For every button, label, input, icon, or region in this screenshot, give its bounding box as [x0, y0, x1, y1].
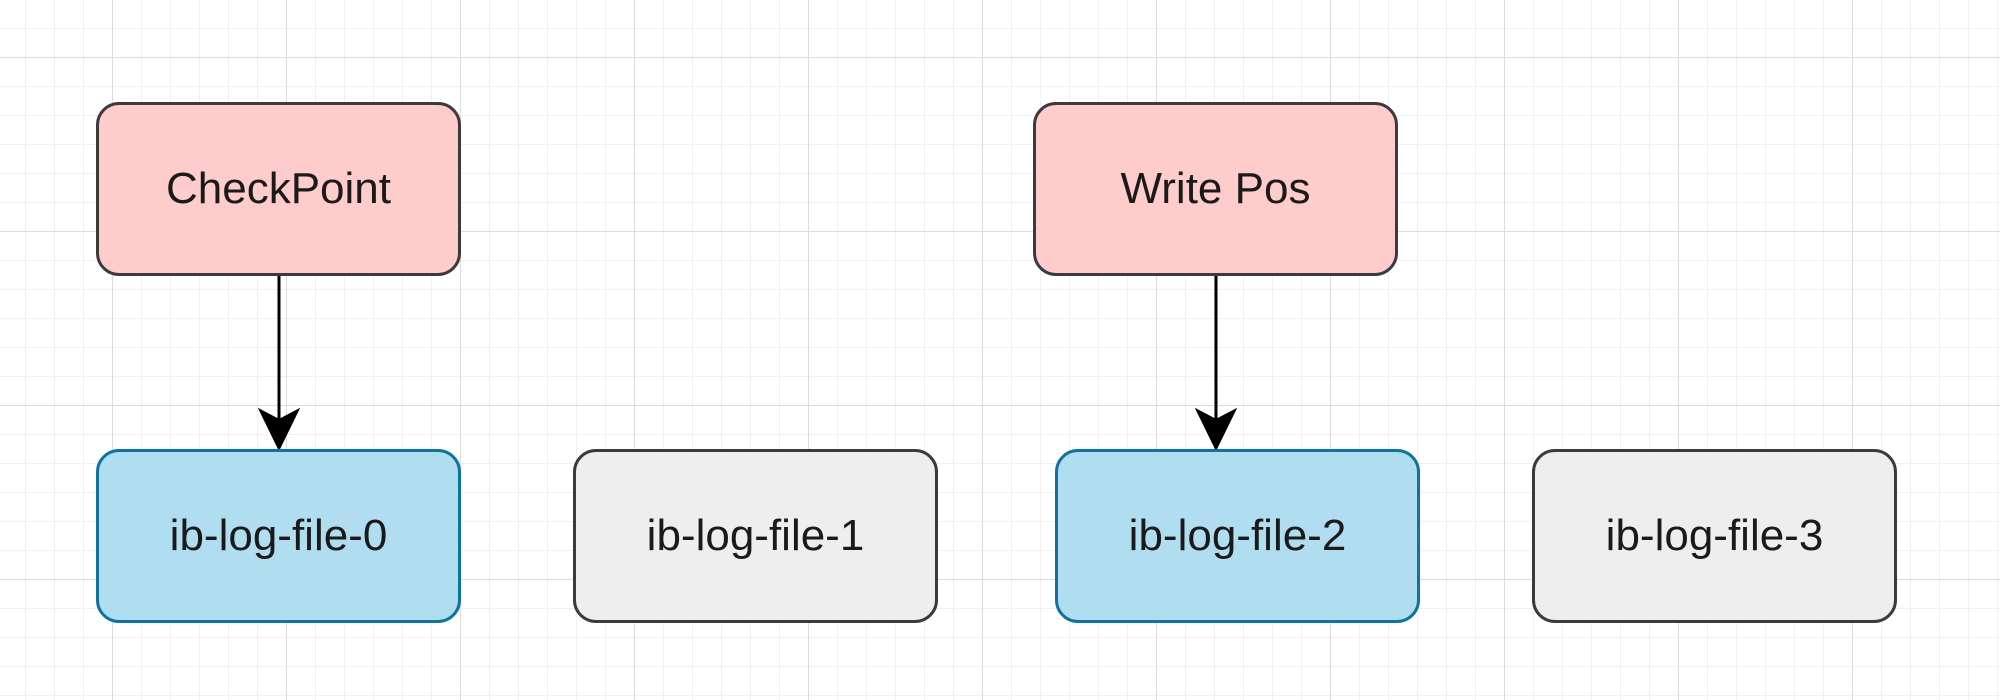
edge-checkpoint-to-file0	[257, 276, 301, 452]
write-pos-label: Write Pos	[1120, 164, 1311, 213]
log-file-0-label: ib-log-file-0	[169, 511, 388, 560]
write-pos-node[interactable]: Write Pos	[1033, 102, 1398, 276]
edge-writepos-to-file2	[1194, 276, 1238, 452]
checkpoint-node[interactable]: CheckPoint	[96, 102, 461, 276]
checkpoint-label: CheckPoint	[165, 164, 391, 213]
log-file-2-node[interactable]: ib-log-file-2	[1055, 449, 1420, 623]
log-file-3-node[interactable]: ib-log-file-3	[1532, 449, 1897, 623]
log-file-3-label: ib-log-file-3	[1605, 511, 1824, 560]
log-file-0-node[interactable]: ib-log-file-0	[96, 449, 461, 623]
log-file-1-label: ib-log-file-1	[646, 511, 865, 560]
log-file-2-label: ib-log-file-2	[1128, 511, 1347, 560]
log-file-1-node[interactable]: ib-log-file-1	[573, 449, 938, 623]
